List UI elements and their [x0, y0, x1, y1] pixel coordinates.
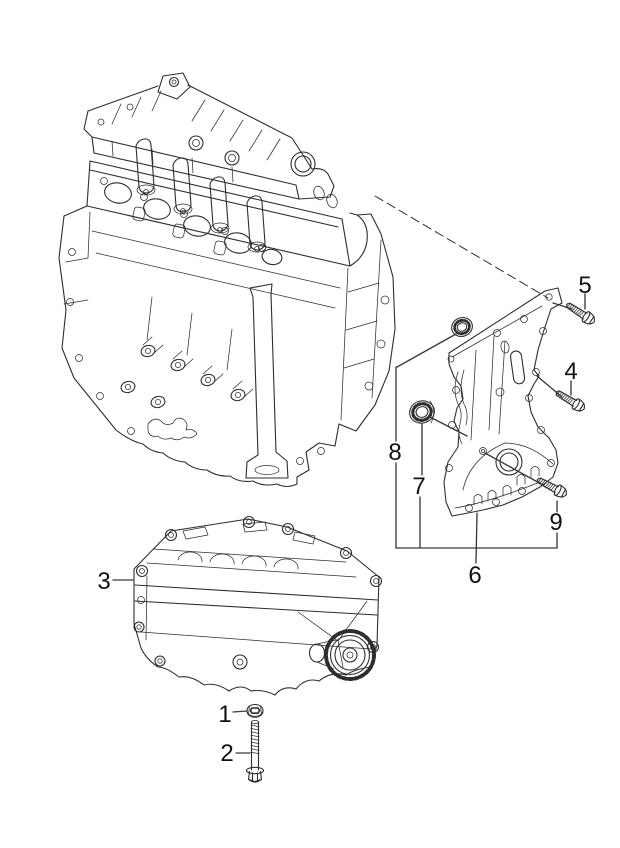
water-passage-squiggle: [147, 417, 198, 441]
cover-slot: [509, 350, 526, 385]
leader-line-5: [552, 293, 586, 310]
callout-8[interactable]: 8: [388, 439, 401, 466]
oil-filler-cap: [290, 151, 316, 177]
callout-4[interactable]: 4: [564, 358, 577, 385]
leader-line-6: [475, 512, 478, 564]
mounting-reference-dashed-line: [374, 195, 549, 299]
engine-assembly-drawing: [58, 72, 396, 488]
leader-line-7: [419, 416, 468, 549]
callout-6[interactable]: 6: [468, 562, 481, 589]
valve-cover-ribs: [111, 90, 281, 183]
bolt-4-drawing: [552, 386, 588, 415]
callout-7[interactable]: 7: [412, 473, 425, 500]
crankshaft-front-seal-drawing: [409, 400, 435, 424]
callout-5[interactable]: 5: [578, 272, 591, 299]
callout-3[interactable]: 3: [97, 568, 110, 595]
chain-guide-lines: [454, 369, 468, 445]
oil-pump-gear: [308, 629, 376, 681]
cylinder-head-drawing: [86, 160, 372, 267]
module-top-tabs: [182, 521, 316, 545]
module-outline: [133, 518, 380, 696]
cover-bolt-holes: [445, 293, 555, 512]
leader-line-4: [536, 375, 572, 398]
block-bosses: [120, 336, 254, 409]
valve-cover-drawing: [83, 72, 335, 200]
valve-cover-outline: [83, 84, 335, 200]
camshaft-seal-drawing: [451, 317, 473, 337]
balance-shaft-lobes: [177, 551, 299, 570]
lift-hook-tab: [157, 72, 191, 100]
balance-shaft-module-drawing: [133, 515, 383, 696]
cylinder-block-drawing: [58, 205, 396, 488]
callout-9[interactable]: 9: [549, 509, 562, 536]
leader-lines: [112, 293, 586, 754]
callout-1[interactable]: 1: [218, 701, 231, 728]
callout-2[interactable]: 2: [220, 740, 233, 767]
callout-labels: 1 2 3 4 5 6 7 8 9: [97, 272, 591, 767]
block-outline: [58, 205, 396, 488]
timing-chain-cover-drawing: [443, 287, 563, 517]
leader-line-9: [484, 452, 558, 549]
flange-tabs: [473, 466, 540, 506]
leader-line-1: [232, 710, 248, 713]
spark-tube-towers: [135, 138, 267, 253]
flange-bolt-2-drawing: [245, 720, 265, 783]
leader-line-8: [395, 333, 457, 549]
bolt-5-drawing: [562, 298, 598, 328]
washer-nut-drawing: [246, 703, 264, 718]
oil-pump-bore: [495, 448, 523, 476]
